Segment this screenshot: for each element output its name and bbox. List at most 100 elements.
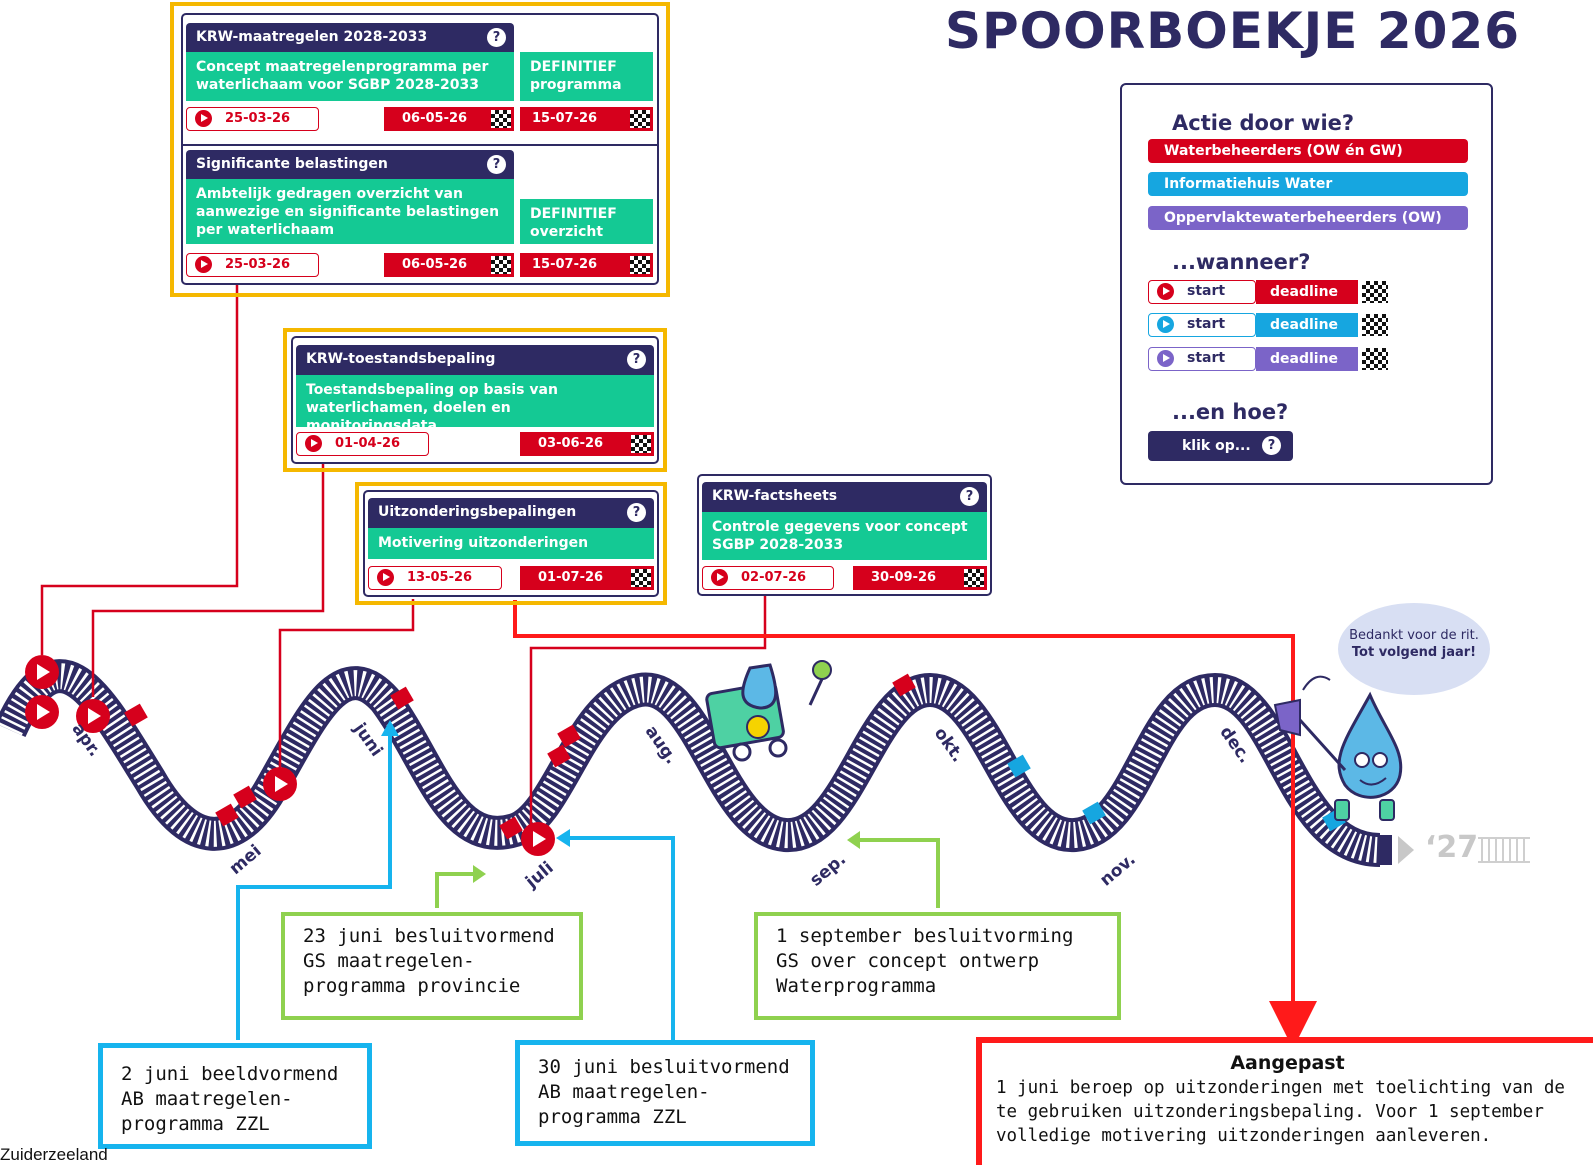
checkered-flag-icon [631,569,651,587]
legend-role-oppervlaktewater: Oppervlaktewaterbeheerders (OW) [1148,206,1468,230]
play-icon [1157,350,1174,367]
card-group-uitzondering [355,482,667,605]
card-group-maatregelen [170,2,670,297]
help-icon[interactable]: ? [627,503,646,522]
aangepast-arrow [513,600,1317,1049]
legend-start-red: start [1148,280,1256,304]
checkered-flag-icon [491,256,511,274]
play-icon [305,435,322,452]
track-flags [124,673,1346,840]
help-icon[interactable]: ? [960,487,979,506]
card-divider [183,144,657,146]
card-header: KRW-factsheets ? [702,482,987,512]
play-icon [1157,316,1174,333]
legend-panel: Actie door wie? Waterbeheerders (OW én G… [1120,83,1493,485]
legend-deadline-red: deadline [1256,280,1358,304]
legend-deadline-purple: deadline [1256,347,1358,371]
play-icon [711,569,728,586]
bubble-line2: Tot volgend jaar! [1351,645,1477,660]
note-title: Aangepast [1230,1052,1345,1074]
note-text: 1 september besluitvorming GS over conce… [776,925,1074,997]
deadline-pill: 06-05-26 [384,107,514,131]
note-text: 23 juni besluitvormend GS maatregelen-pr… [303,925,555,997]
play-icon [195,110,212,127]
checkered-flag-icon [630,256,650,274]
note-gs-sep: 1 september besluitvorming GS over conce… [754,912,1121,1020]
card-description: Concept maatregelenprogramma per waterli… [186,52,514,101]
checkered-flag-icon [964,569,984,587]
start-pill: 25-03-26 [186,253,319,277]
card-title: KRW-maatregelen 2028-2033 [196,29,428,45]
deadline-date: 01-07-26 [538,570,604,585]
legend-role-informatiehuis: Informatiehuis Water [1148,172,1468,196]
droplet-mascot [1273,675,1403,821]
legend-start-label: start [1187,350,1226,366]
deadline-pill: 30-09-26 [853,566,987,590]
checkered-flag-icon [1362,281,1388,303]
checkered-flag-icon [630,110,650,128]
card-group-toestand [283,328,667,472]
blue-connectors [236,733,675,1040]
note-gs-juni: 23 juni besluitvormend GS maatregelen-pr… [281,912,583,1020]
help-icon: ? [1262,436,1281,455]
start-date: 25-03-26 [225,111,291,126]
card-description: Motivering uitzonderingen [368,528,654,559]
play-icon [195,256,212,273]
railway-track [0,659,1382,867]
final-date: 15-07-26 [532,111,598,126]
card-title: Significante belastingen [196,156,388,172]
checkered-flag-icon [1362,314,1388,336]
deadline-date: 03-06-26 [538,436,604,451]
start-pill: 01-04-26 [296,432,429,456]
help-icon[interactable]: ? [627,350,646,369]
card-header: Uitzonderingsbepalingen ? [368,498,654,528]
checkered-flag-icon [631,435,651,453]
deadline-pill: 01-07-26 [520,566,654,590]
card-description: Controle gegevens voor concept SGBP 2028… [702,512,987,560]
deadline-pill: 06-05-26 [384,253,514,277]
start-pill: 02-07-26 [702,566,834,590]
start-date: 13-05-26 [407,570,473,585]
green-connectors [435,838,940,908]
start-date: 25-03-26 [225,257,291,272]
final-deadline-pill: 15-07-26 [520,253,653,277]
card-final-label: DEFINITIEF overzicht [520,199,653,244]
legend-start-purple: start [1148,347,1256,371]
legend-start-label: start [1187,283,1226,299]
legend-start-blue: start [1148,313,1256,337]
deadline-date: 30-09-26 [871,570,937,585]
legend-heading-how: ...en hoe? [1172,400,1289,424]
deadline-pill: 03-06-26 [520,432,654,456]
legend-role-waterbeheerders: Waterbeheerders (OW én GW) [1148,139,1468,163]
legend-deadline-blue: deadline [1256,313,1358,337]
legend-click-label: klik op... [1182,438,1251,454]
play-icon [1157,283,1174,300]
speech-bubble: Bedankt voor de rit. Tot volgend jaar! [1338,603,1490,695]
start-date: 01-04-26 [335,436,401,451]
footer-organization: Zuiderzeeland [0,1145,108,1164]
page-title: SPOORBOEKJE 2026 [945,2,1521,60]
help-icon[interactable]: ? [487,155,506,174]
note-text: 30 juni besluitvormend AB maatregelen-pr… [538,1056,790,1128]
card-description: Ambtelijk gedragen overzicht van aanwezi… [186,179,514,244]
start-pill: 13-05-26 [368,566,502,590]
red-connectors [40,285,767,830]
checkered-flag-icon [491,110,511,128]
card-header: Significante belastingen ? [186,150,514,179]
note-ab-2juni: 2 juni beeldvormend AB maatregelen-progr… [98,1043,372,1149]
help-icon[interactable]: ? [487,28,506,47]
legend-click-button[interactable]: klik op... ? [1148,431,1293,461]
note-ab-30juni: 30 juni besluitvormend AB maatregelen-pr… [515,1040,815,1146]
start-pill: 25-03-26 [186,107,319,131]
card-title: KRW-toestandsbepaling [306,351,496,367]
train-mascot [705,660,832,762]
start-markers [25,655,555,856]
legend-heading-who: Actie door wie? [1172,111,1355,135]
play-icon [377,569,394,586]
checkered-flag-icon [1362,348,1388,370]
note-aangepast: Aangepast 1 juni beroep op uitzonderinge… [976,1037,1593,1165]
card-header: KRW-toestandsbepaling ? [296,345,654,375]
final-deadline-pill: 15-07-26 [520,107,653,131]
card-description: Toestandsbepaling op basis van waterlich… [296,375,654,434]
